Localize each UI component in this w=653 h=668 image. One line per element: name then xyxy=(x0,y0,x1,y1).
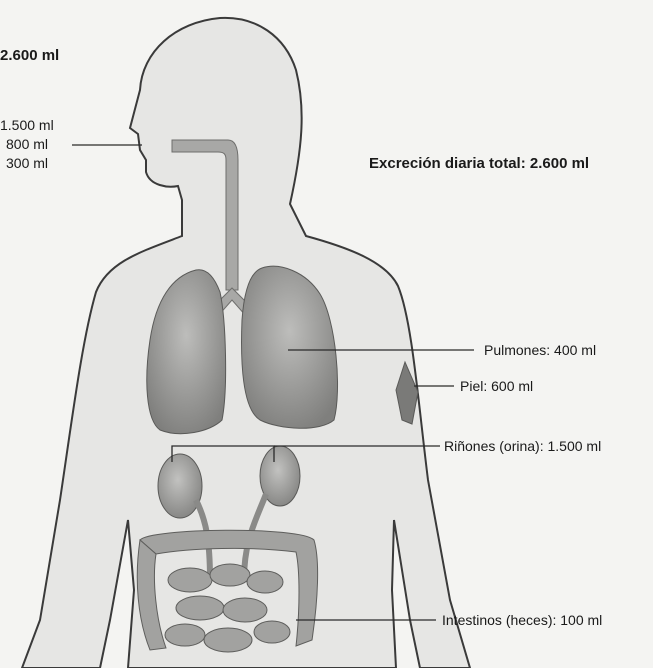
skin-label: Piel: 600 ml xyxy=(460,379,533,393)
left-kidney xyxy=(158,454,202,518)
intestines-label: Intestinos (heces): 100 ml xyxy=(442,613,602,627)
excretion-total-title: Excreción diaria total: 2.600 ml xyxy=(369,156,589,171)
intake-total-label: 2.600 ml xyxy=(0,48,59,63)
intake-value-3: 300 ml xyxy=(6,156,48,170)
intake-value-1: 1.500 ml xyxy=(0,118,54,132)
kidneys-label: Riñones (orina): 1.500 ml xyxy=(444,439,601,453)
lungs-label: Pulmones: 400 ml xyxy=(484,343,596,357)
intake-value-2: 800 ml xyxy=(6,137,48,151)
